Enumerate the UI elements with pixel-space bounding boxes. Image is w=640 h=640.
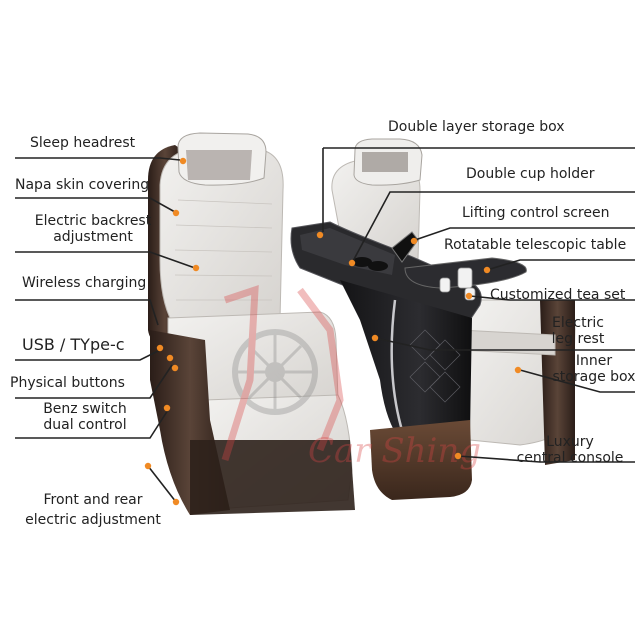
watermark-text: Car Shing (308, 431, 481, 471)
hotspot-headrest (179, 157, 187, 165)
hotspot-napa (172, 209, 180, 217)
label-benz-switch-line1: Benz switch (43, 401, 127, 417)
label-electric-leg-rest-line1: Electric (552, 315, 604, 331)
hotspot-backrest (192, 264, 200, 272)
label-electric-backrest-line1: Electric backrest (34, 213, 152, 229)
label-benz-switch: Benz switch dual control (20, 401, 150, 433)
label-electric-leg-rest: Electric leg rest (540, 315, 616, 347)
label-sleep-headrest: Sleep headrest (30, 135, 136, 151)
label-inner-storage: Inner storage box (550, 353, 638, 385)
leader-lines (15, 147, 635, 503)
hotspot-tea (465, 292, 473, 300)
label-front-rear: Front and rear electric adjustment (18, 492, 168, 528)
watermark-logo (221, 285, 344, 462)
hotspot-console (454, 452, 462, 460)
hotspot-storage-box (316, 231, 324, 239)
hotspot-buttons-1 (166, 354, 174, 362)
label-wireless-charging: Wireless charging (22, 275, 147, 291)
label-lifting-control-screen: Lifting control screen (462, 205, 610, 221)
label-electric-backrest-line2: adjustment (53, 229, 133, 245)
label-electric-leg-rest-line2: leg rest (551, 331, 605, 347)
label-electric-backrest: Electric backrest adjustment (18, 213, 168, 245)
label-physical-buttons: Physical buttons (10, 375, 125, 391)
hotspot-table (483, 266, 491, 274)
hotspot-inner-storage (371, 334, 379, 342)
hotspot-leg-rest (514, 366, 522, 374)
hotspots (144, 157, 522, 506)
hotspot-usb (156, 344, 164, 352)
label-inner-storage-line2: storage box (552, 369, 636, 385)
hotspot-front-rear-top (144, 462, 152, 470)
center-console (290, 221, 527, 500)
label-double-layer-storage: Double layer storage box (388, 119, 565, 135)
label-luxury-console: Luxury central console (512, 434, 628, 466)
label-front-rear-line2: electric adjustment (25, 512, 161, 528)
label-rotatable-table: Rotatable telescopic table (444, 237, 627, 253)
left-seat (148, 132, 355, 515)
label-usb-typec: USB / TYpe-c (22, 335, 125, 354)
hotspot-benz (163, 404, 171, 412)
hotspot-buttons-2 (171, 364, 179, 372)
label-luxury-console-line1: Luxury (546, 434, 594, 450)
label-inner-storage-line1: Inner (575, 353, 613, 369)
label-benz-switch-line2: dual control (43, 417, 127, 433)
label-double-cup-holder: Double cup holder (466, 166, 595, 182)
hotspot-front-rear-bottom (172, 498, 180, 506)
label-luxury-console-line2: central console (516, 450, 624, 466)
label-napa-skin: Napa skin covering (15, 177, 150, 193)
hotspot-screen (410, 237, 418, 245)
label-front-rear-line1: Front and rear (43, 492, 143, 508)
label-customized-tea-set: Customized tea set (490, 287, 626, 303)
hotspot-cup (348, 259, 356, 267)
